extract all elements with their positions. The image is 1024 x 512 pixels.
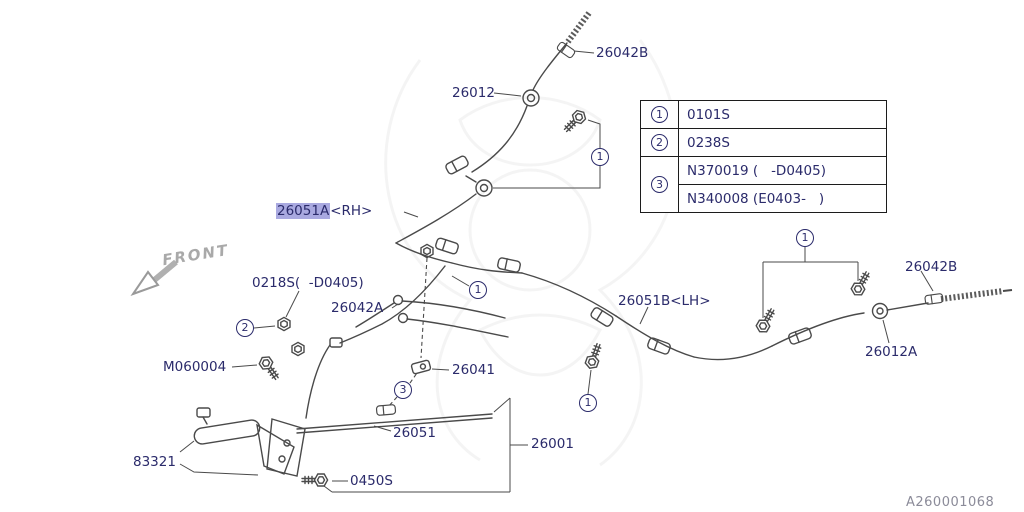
- part-label-26042b-top[interactable]: 26042B: [596, 45, 649, 61]
- part-code: N340008 (E0403- ): [678, 184, 887, 213]
- table-row: 2 0238S: [640, 128, 887, 157]
- lever-pivot-bolt: [302, 474, 328, 486]
- part-label-m060004[interactable]: M060004: [163, 359, 227, 375]
- parts-reference-table: 1 0101S 2 0238S 3 N370019 ( -D0405) N340…: [640, 100, 887, 213]
- part-label-0218s[interactable]: 0218S( -D0405): [252, 275, 364, 291]
- part-label-rh-suffix: <RH>: [330, 203, 373, 219]
- part-label-26042b-right[interactable]: 26042B: [905, 259, 958, 275]
- front-arrow: [130, 259, 178, 296]
- ref-badge-2: 2: [651, 134, 668, 151]
- part-label-83321[interactable]: 83321: [133, 454, 176, 470]
- cable-linework: [193, 40, 944, 486]
- callout-1-rh-cable: 1: [591, 148, 609, 166]
- table-row: 3 N370019 ( -D0405): [640, 156, 887, 213]
- rod-clamp: [375, 403, 397, 417]
- part-code: 0238S: [678, 128, 887, 157]
- part-label-0450s[interactable]: 0450S: [350, 473, 393, 489]
- callout-1-equalizer: 1: [469, 281, 487, 299]
- table-row: 1 0101S: [640, 100, 887, 129]
- part-code: N370019 ( -D0405): [678, 156, 887, 185]
- part-label-26051a[interactable]: 26051A: [276, 203, 331, 219]
- part-label-26042a[interactable]: 26042A: [331, 300, 384, 316]
- drawing-number: A260001068: [906, 495, 995, 510]
- callout-1-lh-cable: 1: [796, 229, 814, 247]
- part-label-26051a-rh: 26051A<RH>: [276, 203, 373, 219]
- assembly-dashed-lines: [387, 257, 428, 408]
- ref-badge-1: 1: [651, 106, 668, 123]
- cable-clamp-part: [410, 359, 432, 375]
- part-label-26041[interactable]: 26041: [452, 362, 495, 378]
- part-label-26012a[interactable]: 26012A: [865, 344, 918, 360]
- adjuster-nut: [277, 316, 291, 332]
- part-label-26012[interactable]: 26012: [452, 85, 495, 101]
- ref-badge-3: 3: [651, 176, 668, 193]
- lever-assembly: [193, 407, 306, 477]
- leader-lines: [179, 50, 934, 493]
- table-row: N340008 (E0403- ): [641, 184, 887, 213]
- callout-3-clamp: 3: [394, 381, 412, 399]
- part-label-26001[interactable]: 26001: [531, 436, 574, 452]
- callout-1-lh-bolt: 1: [579, 394, 597, 412]
- callout-2-nut: 2: [236, 319, 254, 337]
- lever-mount-bolt: [257, 354, 282, 382]
- bolt-upper: [561, 108, 588, 135]
- cable-coil-sections: [564, 11, 1013, 302]
- part-code: 0101S: [678, 100, 887, 129]
- part-label-26051b-lh[interactable]: 26051B<LH>: [618, 293, 711, 309]
- part-label-26051[interactable]: 26051: [393, 425, 436, 441]
